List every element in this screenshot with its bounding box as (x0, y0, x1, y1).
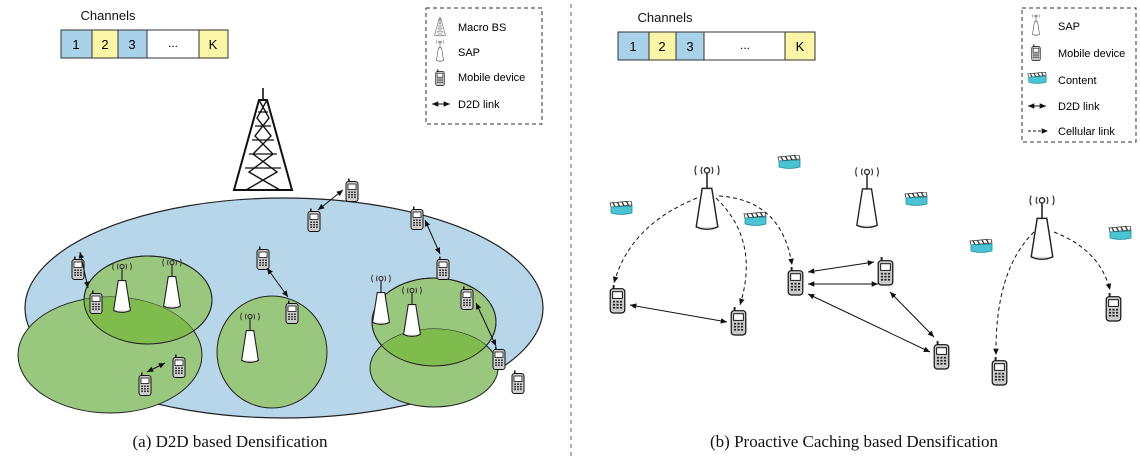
cellular-link (1053, 231, 1112, 291)
channels-title: Channels (81, 8, 136, 23)
cellular-links-b (612, 195, 1112, 356)
sap-icon (693, 164, 721, 231)
channel-cell (117, 29, 148, 59)
d2d-link (78, 251, 90, 289)
mobile-device-icon (609, 284, 626, 314)
mobile-device-icon (436, 256, 450, 280)
content-icon (777, 155, 801, 169)
channel-cell (675, 31, 705, 61)
mobile-device-icon (730, 306, 747, 336)
mobile-device-icon (138, 372, 152, 396)
channel-cell (617, 31, 650, 61)
mobile-device-icon (991, 356, 1008, 386)
channels-title: Channels (638, 10, 693, 25)
channel-label: K (796, 39, 805, 54)
cellular-link (993, 231, 1035, 356)
legend-label: Mobile device (1058, 48, 1125, 60)
mobile-device-icon (1031, 44, 1041, 61)
d2d-link (807, 293, 931, 353)
content-icon (969, 239, 993, 253)
cellular-link (718, 195, 794, 266)
panel-b: Channels 1 2 3 ... K SAP Mobile device C… (609, 7, 1137, 451)
legend-label: Macro BS (458, 22, 506, 34)
channel-label: 2 (658, 39, 665, 54)
channel-label: K (209, 37, 218, 52)
mobile-device-icon (1105, 292, 1122, 322)
channel-bar: 1 2 3 ... K (60, 29, 229, 59)
caption-b: (b) Proactive Caching based Densificatio… (710, 432, 998, 451)
content-icon (904, 192, 928, 206)
mobile-device-icon (410, 206, 424, 230)
channel-label: 3 (128, 37, 135, 52)
channel-label: 1 (629, 39, 636, 54)
legend-label: Cellular link (1058, 126, 1115, 138)
channel-cell (60, 29, 93, 59)
legend-a: Macro BS SAP Mobile device D2D link (425, 7, 543, 125)
channel-cell (91, 29, 119, 59)
panel-a: Channels 1 2 3 ... K Macro BS SAP Mobile… (17, 7, 544, 451)
mobile-device-icon (460, 286, 474, 310)
content-icon (743, 212, 767, 226)
content-icon (1108, 226, 1132, 240)
channel-label: ... (168, 36, 178, 50)
d2d-link (424, 219, 441, 255)
mobile-device-icon (435, 69, 445, 86)
channel-label: 1 (72, 37, 79, 52)
d2d-links-b (629, 260, 935, 353)
content-icon (609, 201, 633, 215)
mobile-device-icon (877, 256, 894, 286)
sap-icon (854, 166, 880, 229)
legend-label: D2D link (458, 99, 500, 111)
sap-icon (1028, 194, 1056, 261)
legend-label: SAP (1058, 21, 1080, 33)
cell-overlap (84, 297, 202, 344)
legend-b: SAP Mobile device Content D2D link Cellu… (1021, 7, 1137, 143)
cellular-link (715, 197, 747, 306)
channel-label: ... (740, 38, 750, 52)
mobile-device-icon (933, 340, 950, 370)
legend-label: Content (1058, 75, 1097, 87)
channel-bar: 1 2 3 ... K (617, 31, 816, 61)
channel-label: 3 (686, 39, 693, 54)
mobile-device-icon (511, 370, 525, 394)
small-cell-outline (83, 255, 213, 345)
cellular-link (612, 197, 698, 284)
small-cell-outline (371, 277, 497, 367)
mobile-device-icon (345, 178, 359, 202)
macro-bs-tower-icon (233, 88, 293, 191)
small-cell (216, 295, 328, 409)
legend-label: Mobile device (458, 72, 525, 84)
mobile-device-icon (285, 300, 299, 324)
mobile-device-icon (89, 290, 103, 314)
content-icon (1027, 72, 1047, 84)
d2d-link (475, 302, 497, 347)
mobile-device-icon (307, 208, 321, 232)
d2d-link (146, 362, 166, 373)
d2d-link (629, 303, 728, 324)
caption-a: (a) D2D based Densification (133, 432, 328, 451)
d2d-link (889, 291, 935, 338)
channel-label: 2 (101, 37, 108, 52)
d2d-link (317, 189, 344, 211)
mobile-device-icon (787, 266, 804, 296)
mobile-device-icon (492, 346, 506, 370)
mobile-device-icon (256, 246, 270, 270)
cell-overlap (372, 329, 496, 366)
d2d-links-a (78, 189, 497, 373)
channel-cell (198, 29, 229, 59)
channel-cell (784, 31, 816, 61)
legend-label: SAP (458, 47, 480, 59)
mobile-device-icon (172, 354, 186, 378)
d2d-link (807, 260, 875, 274)
legend-label: D2D link (1058, 101, 1100, 113)
d2d-link (266, 267, 289, 298)
